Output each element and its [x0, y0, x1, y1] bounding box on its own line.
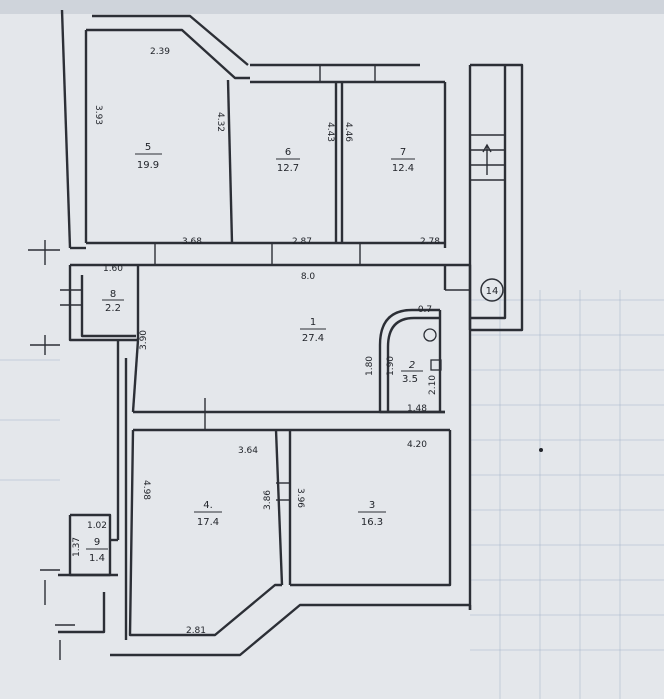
staircase-marker: 14	[480, 278, 504, 302]
room-labels: 5 19.9 6 12.7 7 12.4 8 2.2 1 27.4 2 3.5 …	[86, 142, 423, 564]
dim-3-64: 3.64	[238, 446, 258, 456]
dim-3-90: 3.90	[139, 330, 149, 350]
room-2-area: 3.5	[402, 374, 418, 385]
dim-0-7: 0.7	[418, 305, 432, 315]
room-2-number: 2	[409, 360, 415, 371]
room-9-number: 9	[94, 537, 100, 548]
room-1-area: 27.4	[302, 333, 324, 344]
dim-3-96: 3.96	[295, 488, 305, 508]
dim-1-80: 1.80	[365, 356, 375, 376]
dim-2-10: 2.10	[428, 375, 438, 395]
room-6-area: 12.7	[277, 163, 299, 174]
dim-4-46: 4.46	[343, 122, 353, 142]
room-8-number: 8	[110, 289, 116, 300]
room-6-number: 6	[285, 147, 291, 158]
dim-2-78: 2.78	[420, 237, 440, 247]
room-5-number: 5	[145, 142, 151, 153]
background-grid	[0, 290, 664, 699]
dim-2-81: 2.81	[186, 626, 206, 636]
dim-3-86: 3.86	[263, 490, 273, 510]
dim-4-98: 4.98	[141, 480, 151, 500]
room-8-area: 2.2	[105, 303, 121, 314]
room-7-area: 12.4	[392, 163, 414, 174]
walls	[28, 9, 524, 660]
ink-dot	[539, 448, 543, 452]
dim-3-68: 3.68	[182, 237, 202, 247]
staircase-marker-label: 14	[486, 286, 499, 297]
dim-1-37: 1.37	[72, 537, 82, 557]
room-3-area: 16.3	[361, 517, 383, 528]
dim-1-02: 1.02	[87, 521, 107, 531]
dim-1-48: 1.48	[407, 404, 427, 414]
room-3-number: 3	[369, 500, 375, 511]
dim-2-39: 2.39	[150, 47, 170, 57]
dim-1-60: 1.60	[103, 264, 123, 274]
room-7-number: 7	[400, 147, 406, 158]
dim-4-43: 4.43	[325, 122, 335, 142]
room-4-area: 17.4	[197, 517, 219, 528]
room-4-number: 4.	[203, 500, 213, 511]
room-1-number: 1	[310, 317, 316, 328]
dimension-labels: 2.39 3.93 4.32 4.43 4.46 3.68 2.87 2.78 …	[72, 47, 440, 636]
dim-8-0: 8.0	[301, 272, 316, 282]
room-5-area: 19.9	[137, 160, 159, 171]
room-9-area: 1.4	[89, 553, 105, 564]
dim-2-87: 2.87	[292, 237, 312, 247]
dim-4-20: 4.20	[407, 440, 427, 450]
dim-4-32: 4.32	[215, 112, 225, 132]
dim-1-90: 1.90	[386, 356, 396, 376]
paper-top-edge	[0, 0, 664, 14]
dim-3-93: 3.93	[93, 105, 103, 125]
